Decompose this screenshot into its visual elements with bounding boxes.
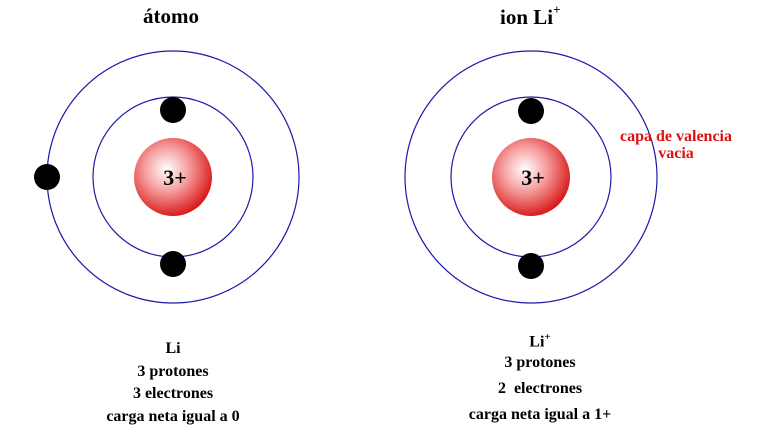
ion-electrons: 2 electrones [497, 380, 583, 397]
ion-protons: 3 protones [504, 354, 576, 371]
ion-title-superscript: + [553, 2, 561, 17]
atom-nucleus-charge: 3+ [163, 165, 187, 190]
atom-electrons: 3 electrones [132, 385, 214, 402]
valence-note-line1: capa de valencia [620, 128, 732, 145]
ion-model: 3+ [404, 50, 658, 304]
atom-net-charge: carga neta igual a 0 [106, 407, 240, 425]
atom-caption: Li 3 protones 3 electrones carga neta ig… [78, 338, 268, 428]
ion-net-charge: carga neta igual a 1+ [468, 406, 612, 423]
atom-title-text: átomo [143, 4, 199, 28]
valence-note-line2: vacia [658, 145, 694, 162]
ion-symbol-text: Li [529, 333, 545, 351]
atom-electron-inner-bottom [160, 251, 186, 277]
atom-electron-valence [34, 164, 60, 190]
atom-title: átomo [143, 4, 199, 29]
atom-protons: 3 protones [137, 362, 209, 380]
atom-symbol: Li [165, 340, 181, 357]
valence-shell-note: capa de valencia vacia [620, 128, 732, 162]
ion-electron-inner-bottom [518, 253, 544, 279]
atom-model: 3+ [34, 50, 300, 304]
ion-outer-orbit [404, 50, 658, 304]
ion-electron-inner-top [518, 98, 544, 124]
ion-nucleus [492, 138, 570, 216]
ion-caption: Li+ 3 protones 2 electrones carga neta i… [440, 324, 640, 428]
atom-nucleus [134, 138, 212, 216]
ion-symbol-superscript: + [544, 331, 551, 343]
ion-symbol: Li+ [440, 324, 640, 350]
ion-nucleus-charge: 3+ [521, 165, 545, 190]
ion-title-text: ion Li [500, 5, 554, 29]
atom-electron-inner-top [160, 97, 186, 123]
ion-title: ion Li+ [500, 2, 561, 30]
